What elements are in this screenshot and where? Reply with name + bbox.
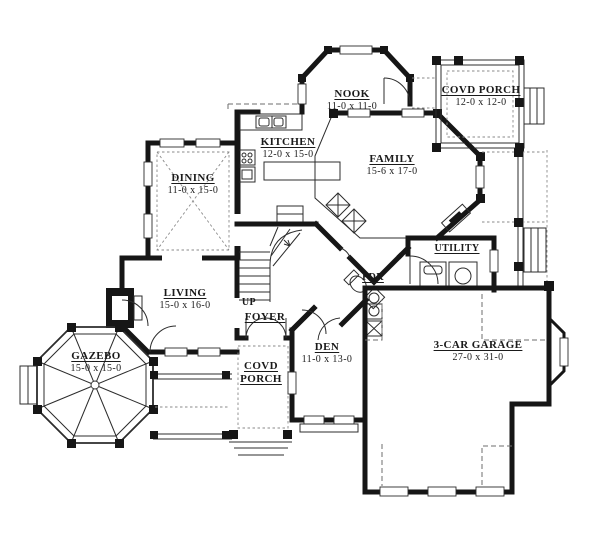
label-dining: DINING 11-0 x 15-0 (168, 172, 219, 197)
room-name: UTILITY (434, 243, 480, 254)
label-up: UP (242, 297, 256, 309)
label-garage: 3-CAR GARAGE 27-0 x 31-0 (434, 339, 523, 364)
family-corner-fireplace (440, 203, 472, 233)
fireplace (106, 288, 143, 328)
label-family: FAMILY 15-6 x 17-0 (366, 153, 417, 178)
stairs-direction: UP (241, 297, 257, 308)
room-name: FAMILY (369, 153, 415, 165)
label-pdr: PDR (362, 272, 384, 284)
room-dims: 11-0 x 11-0 (326, 101, 378, 113)
den (287, 296, 370, 433)
room-name: DEN (314, 341, 340, 353)
room-name: PORCH (240, 373, 282, 386)
garage (362, 281, 569, 497)
label-kitchen: KITCHEN 12-0 x 15-0 (261, 136, 316, 161)
room-dims: 27-0 x 31-0 (452, 352, 504, 364)
room-dims: 11-0 x 13-0 (301, 354, 353, 366)
nook (297, 45, 436, 115)
label-foyer: FOYER (245, 311, 286, 324)
room-name: GAZEBO (71, 350, 121, 362)
room-name: NOOK (334, 88, 370, 100)
room-name: FOYER (244, 311, 286, 323)
room-name: COVD PORCH (441, 84, 521, 96)
room-name: KITCHEN (260, 136, 316, 148)
room-dims: 12-0 x 15-0 (262, 149, 314, 161)
room-dims: 11-0 x 15-0 (167, 185, 219, 197)
room-name: DINING (171, 172, 215, 184)
family-room (314, 108, 485, 242)
room-dims: 15-0 x 16-0 (159, 300, 211, 312)
angled-double-door-family (325, 192, 367, 234)
label-nook: NOOK 11-0 x 11-0 (327, 88, 377, 113)
room-dims: 15-0 x 15-0 (70, 363, 122, 375)
powder-room (312, 192, 412, 337)
covered-porch-upper (432, 56, 545, 159)
room-name: PDR (362, 272, 384, 283)
label-den: DEN 11-0 x 13-0 (302, 341, 353, 366)
room-dims: 15-6 x 17-0 (366, 166, 418, 178)
stairs (233, 109, 319, 341)
label-covd-porch-entry: COVD PORCH (240, 360, 282, 386)
gazebo (19, 323, 158, 448)
room-name: COVD (243, 360, 278, 372)
walkway (150, 371, 232, 440)
label-living: LIVING 15-0 x 16-0 (159, 287, 210, 312)
label-utility: UTILITY (434, 243, 479, 255)
room-dims: 12-0 x 12-0 (455, 97, 507, 109)
dining-room (143, 138, 241, 262)
label-gazebo: GAZEBO 15-0 x 15-0 (70, 350, 121, 375)
room-name: LIVING (163, 287, 207, 299)
living-room (106, 255, 240, 357)
label-covd-porch-upper: COVD PORCH 12-0 x 12-0 (442, 84, 521, 109)
room-name: 3-CAR GARAGE (433, 339, 523, 351)
